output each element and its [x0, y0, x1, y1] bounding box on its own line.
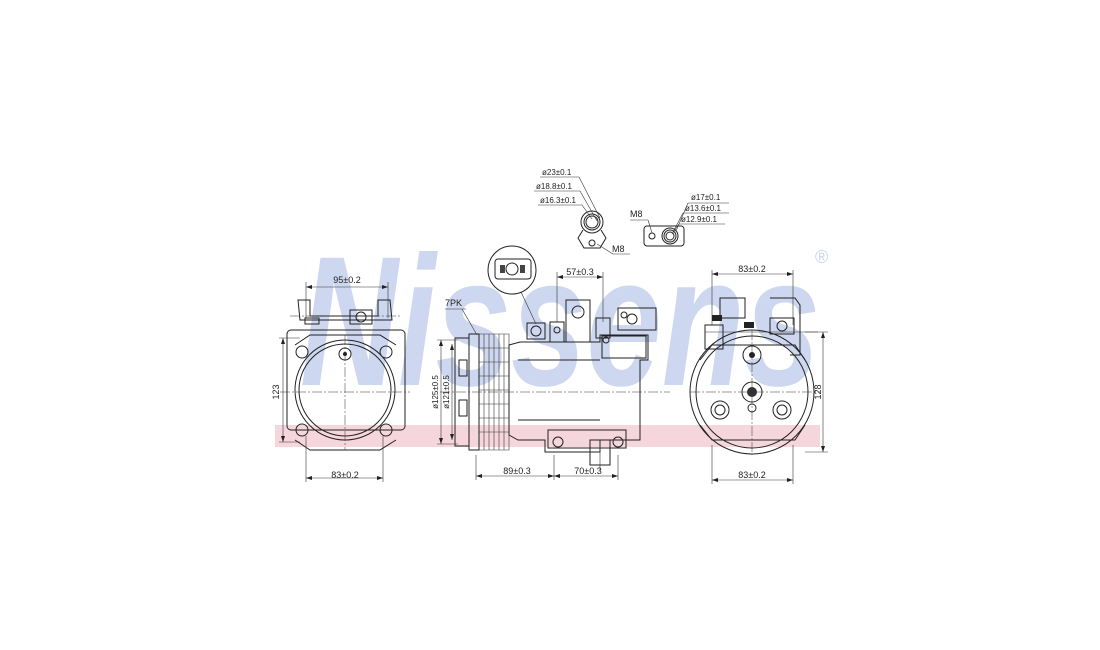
right-height-label: 128	[813, 384, 823, 399]
pulley-inner-diameter-label: ø121±0.5	[442, 375, 451, 409]
bottom-right-length-label: 70±0.3	[574, 466, 601, 476]
suction-diameter-3-label: ø16.3±0.1	[540, 196, 577, 205]
top-length-label: 57±0.3	[566, 267, 593, 277]
suction-diameter-2-label: ø18.8±0.1	[536, 182, 573, 191]
side-view: 7PK ø125±0.5 ø121±0.5 57±0.3 89±0.3 70±0…	[431, 245, 670, 480]
left-view: 95±0.2 83±0.2 123	[271, 275, 410, 482]
discharge-port-detail: M8 ø17±0.1 ø13.6±0.1 ø12.9±0.1	[630, 193, 729, 247]
belt-label: 7PK	[445, 298, 462, 308]
discharge-diameter-3-label: ø12.9±0.1	[681, 215, 718, 224]
left-height-label: 123	[271, 384, 281, 399]
left-width-top-label: 95±0.2	[333, 275, 360, 285]
pulley-outer-diameter-label: ø125±0.5	[431, 375, 440, 409]
discharge-thread-label: M8	[630, 209, 643, 219]
suction-diameter-1-label: ø23±0.1	[542, 168, 572, 177]
suction-port-detail: ø23±0.1 ø18.8±0.1 ø16.3±0.1 M8	[534, 168, 630, 255]
watermark: Nissens ®	[275, 219, 828, 447]
right-view: 83±0.2 128	[689, 264, 828, 484]
watermark-registered-mark: ®	[815, 247, 828, 267]
bottom-left-length-label: 89±0.3	[503, 466, 530, 476]
left-width-bottom-label: 83±0.2	[331, 470, 358, 480]
right-width-top-label: 83±0.2	[738, 264, 765, 274]
right-width-bottom-label: 83±0.2	[738, 470, 765, 480]
suction-thread-label: M8	[612, 244, 625, 254]
discharge-diameter-2-label: ø13.6±0.1	[685, 204, 722, 213]
discharge-diameter-1-label: ø17±0.1	[691, 193, 721, 202]
